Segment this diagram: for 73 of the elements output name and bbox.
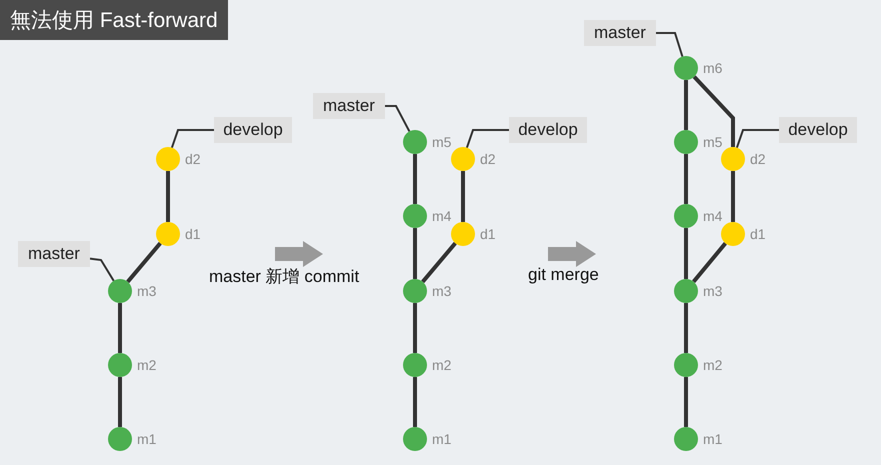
commit-circle xyxy=(674,56,698,80)
commit-label: d2 xyxy=(185,151,201,167)
commit-label: d1 xyxy=(750,226,766,242)
branch-line xyxy=(684,228,688,279)
commit-label: m6 xyxy=(703,60,722,76)
leader-line xyxy=(385,105,410,132)
title: 無法使用 Fast-forward xyxy=(0,0,228,40)
commit-circle xyxy=(451,147,475,171)
branch-label: develop xyxy=(509,117,587,143)
commit-label: m1 xyxy=(432,431,452,447)
leader-line xyxy=(170,129,214,148)
branch-line xyxy=(413,154,417,204)
branch-line xyxy=(731,171,735,222)
branch-label: develop xyxy=(214,117,292,143)
commit-label: d2 xyxy=(480,151,496,167)
branch-line xyxy=(461,171,465,222)
leader-line xyxy=(656,32,684,57)
commit-circle xyxy=(156,147,180,171)
branch-label: master xyxy=(584,20,656,46)
commit-circle xyxy=(721,147,745,171)
branch-line xyxy=(692,75,735,147)
branch-line xyxy=(684,154,688,204)
commit-circle xyxy=(674,279,698,303)
commit-circle xyxy=(674,353,698,377)
commit-label: m3 xyxy=(137,283,156,299)
commit-label: m1 xyxy=(703,431,722,447)
commit-circle xyxy=(674,427,698,451)
commit-label: m4 xyxy=(703,208,722,224)
commit-label: m3 xyxy=(703,283,722,299)
commit-label: d1 xyxy=(185,226,201,242)
commit-circle xyxy=(156,222,180,246)
leader-line xyxy=(466,129,509,148)
commit-circle xyxy=(451,222,475,246)
commit-label: d2 xyxy=(750,151,766,167)
commit-circle xyxy=(403,279,427,303)
commit-circle xyxy=(403,353,427,377)
step-label: master 新增 commit xyxy=(209,266,360,288)
commit-circle xyxy=(674,204,698,228)
commit-circle xyxy=(403,130,427,154)
commit-label: m1 xyxy=(137,431,156,447)
branch-line xyxy=(126,242,162,284)
branch-line xyxy=(413,228,417,279)
branch-line xyxy=(413,303,417,353)
branch-label: develop xyxy=(779,117,857,143)
commit-label: m5 xyxy=(432,134,452,150)
commit-label: m4 xyxy=(432,208,452,224)
branch-line xyxy=(684,377,688,427)
commit-circle xyxy=(403,204,427,228)
leader-line xyxy=(90,258,115,282)
commit-circle xyxy=(674,130,698,154)
leader-line xyxy=(736,129,779,148)
commit-circle xyxy=(108,279,132,303)
commit-circle xyxy=(108,353,132,377)
branch-line xyxy=(692,242,727,283)
branch-line xyxy=(684,303,688,353)
branch-line xyxy=(118,377,122,427)
branch-line xyxy=(421,242,457,284)
commit-label: m5 xyxy=(703,134,722,150)
branch-line xyxy=(413,377,417,427)
branch-line xyxy=(118,303,122,353)
commit-circle xyxy=(721,222,745,246)
branch-label: master xyxy=(18,241,90,267)
commit-circle xyxy=(108,427,132,451)
branch-line xyxy=(166,171,170,222)
commit-circle xyxy=(403,427,427,451)
commit-label: m2 xyxy=(432,357,452,373)
commit-label: m3 xyxy=(432,283,452,299)
commit-label: d1 xyxy=(480,226,496,242)
step-label: git merge xyxy=(528,265,599,285)
commit-label: m2 xyxy=(137,357,156,373)
branch-label: master xyxy=(313,93,385,119)
commit-label: m2 xyxy=(703,357,722,373)
branch-line xyxy=(684,80,688,130)
